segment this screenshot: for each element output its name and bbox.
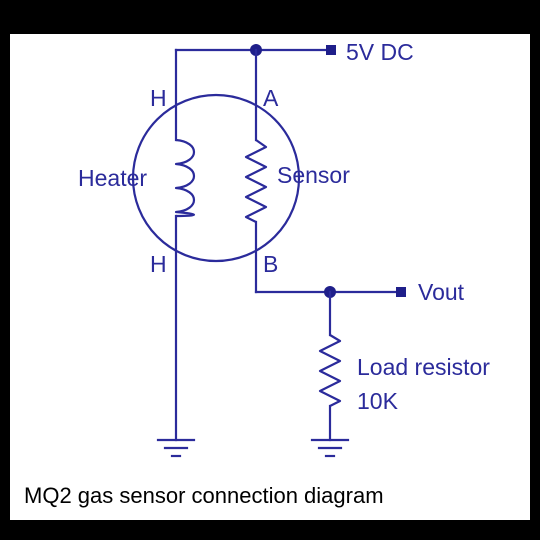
- sensor-element-zigzag: [244, 139, 268, 223]
- diagram-caption: MQ2 gas sensor connection diagram: [24, 483, 384, 508]
- load-ground-symbol: [310, 438, 350, 458]
- heater-bottom-pin-label: H: [150, 251, 167, 277]
- supply-terminal: [326, 45, 336, 55]
- sensor-top-pin-label: A: [263, 85, 279, 111]
- load-value-label: 10K: [357, 388, 399, 414]
- load-resistor-zigzag: [318, 334, 342, 407]
- sensor-envelope: [131, 93, 301, 263]
- heater-coil: [174, 138, 196, 218]
- sensor-label: Sensor: [277, 162, 350, 188]
- output-label: Vout: [418, 279, 465, 305]
- load-resistor-label: Load resistor: [357, 354, 490, 380]
- heater-label: Heater: [78, 165, 147, 191]
- heater-ground-symbol: [156, 438, 196, 458]
- output-terminal: [396, 287, 406, 297]
- supply-label: 5V DC: [346, 39, 414, 65]
- heater-top-pin-label: H: [150, 85, 167, 111]
- sensor-bottom-pin-label: B: [263, 251, 278, 277]
